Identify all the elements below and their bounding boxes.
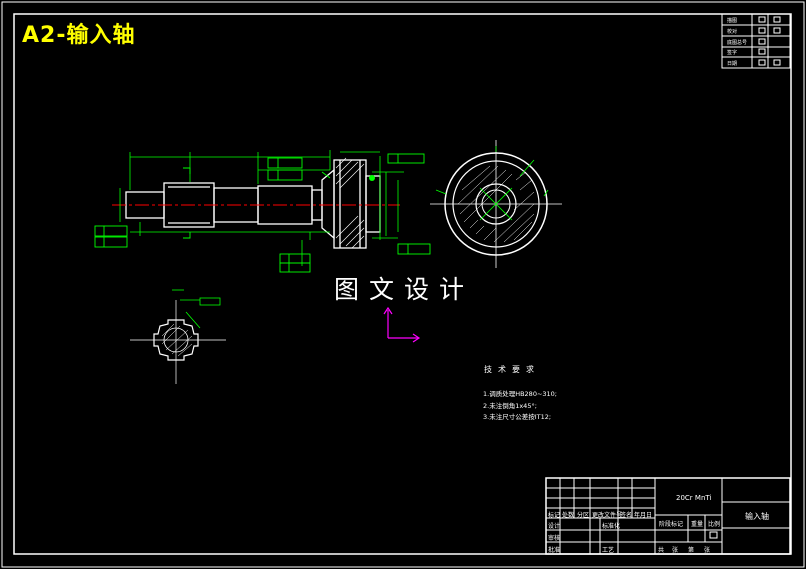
technical-requirement-3: 3.未注尺寸公差按IT12; bbox=[483, 413, 552, 421]
technical-requirement-2: 2.未注倒角1x45°; bbox=[483, 402, 537, 410]
revision-row-4: 签字 bbox=[727, 50, 738, 56]
technical-requirement-1: 1.调质处理HB280~310; bbox=[483, 390, 557, 398]
tb-label-mark: 标记 bbox=[548, 512, 561, 519]
tb-label-standard: 标准化 bbox=[602, 523, 621, 530]
tb-label-process: 工艺 bbox=[602, 547, 615, 554]
drawing-border bbox=[13, 13, 792, 555]
gear-hatch bbox=[335, 157, 365, 249]
tb-label-zone: 分区 bbox=[577, 512, 590, 519]
end-view-hatch bbox=[457, 165, 535, 243]
end-view-dimensions bbox=[435, 146, 549, 221]
revision-row-1: 描图 bbox=[727, 18, 738, 24]
tb-label-count: 处数 bbox=[562, 512, 575, 519]
drawing-title: A2-输入轴 bbox=[22, 23, 136, 48]
tb-label-sheet: 张 bbox=[672, 547, 679, 554]
title-block-material: 20Cr MnTi bbox=[676, 494, 712, 502]
tb-label-approve: 批准 bbox=[548, 547, 561, 554]
ucs-icon bbox=[383, 306, 421, 343]
spline-hatch bbox=[161, 323, 193, 357]
tb-label-date: 年月日 bbox=[634, 512, 653, 519]
datum-marker bbox=[369, 175, 375, 181]
revision-table bbox=[721, 13, 791, 69]
spline-dimensions bbox=[172, 289, 221, 329]
spline-centerlines bbox=[130, 300, 226, 384]
tb-label-change-doc: 更改文件号 bbox=[592, 512, 623, 519]
tb-label-scale: 比例 bbox=[708, 521, 721, 528]
shaft-main-view bbox=[125, 159, 381, 249]
title-block bbox=[545, 477, 791, 555]
tb-label-weight: 重量 bbox=[691, 521, 704, 528]
watermark-text: 图文设计 bbox=[334, 275, 475, 304]
title-block-part-name: 输入轴 bbox=[745, 512, 769, 521]
tb-label-sign: 签名 bbox=[620, 512, 633, 519]
revision-row-5: 日期 bbox=[727, 61, 738, 67]
tolerance-frames bbox=[94, 153, 431, 273]
tb-label-design: 设计 bbox=[548, 523, 561, 530]
revision-row-3: 底图总号 bbox=[727, 40, 748, 46]
tb-label-number: 第 bbox=[688, 547, 695, 554]
technical-requirements-heading: 技术要求 bbox=[484, 365, 540, 374]
tb-label-stage: 阶段标记 bbox=[659, 521, 684, 528]
revision-row-2: 校对 bbox=[727, 29, 738, 35]
tb-label-total: 共 bbox=[658, 547, 665, 554]
tb-label-review: 审核 bbox=[548, 535, 561, 542]
tb-label-sheet-2: 张 bbox=[704, 547, 711, 554]
